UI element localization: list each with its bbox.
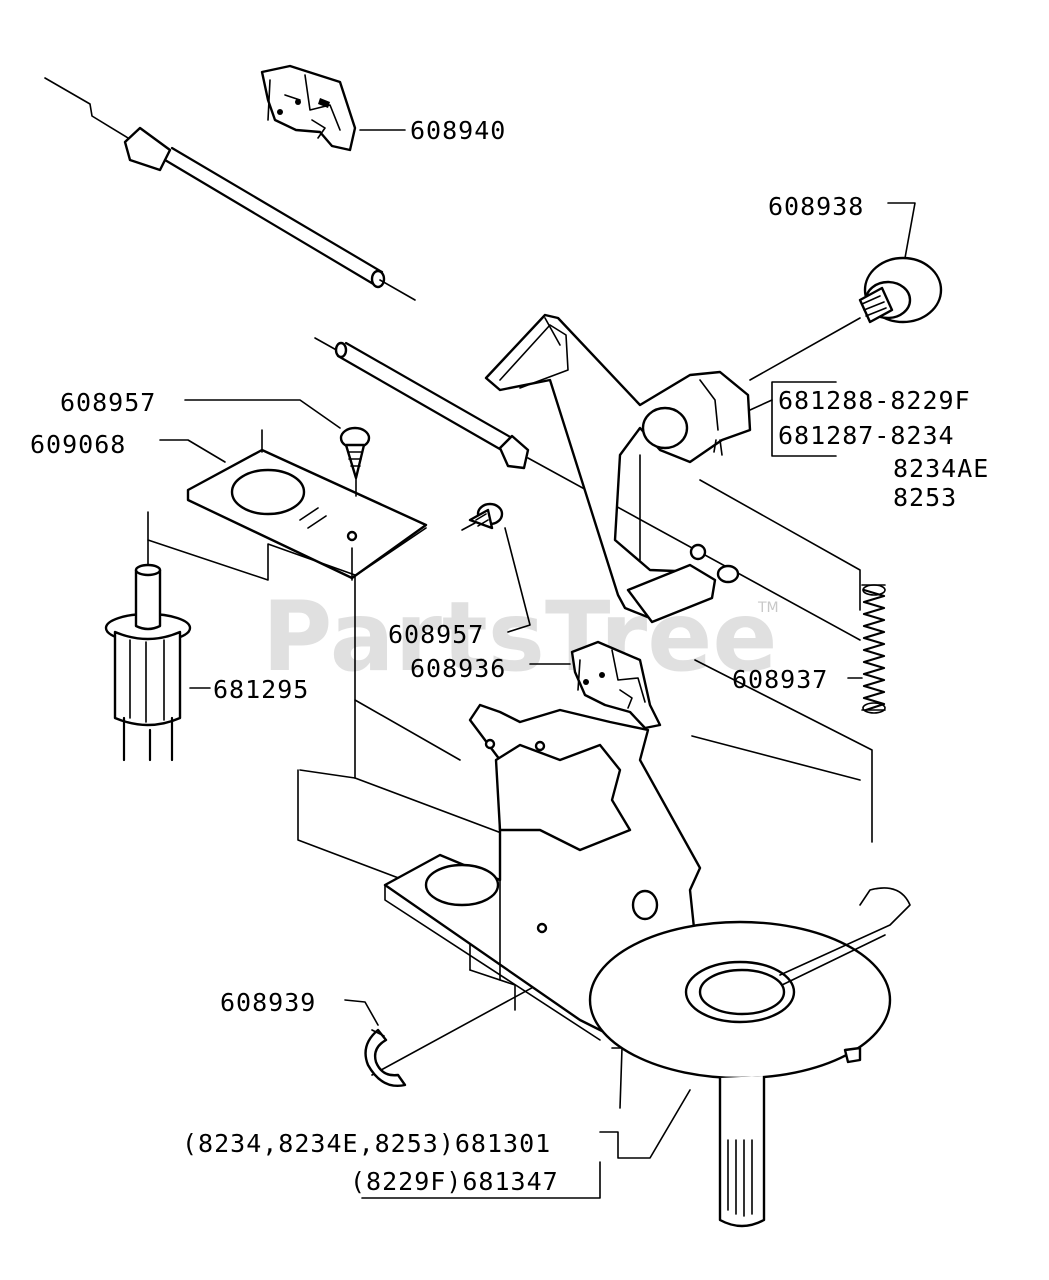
label-681301: (8234,8234E,8253)681301 <box>182 1129 551 1158</box>
label-681295: 681295 <box>213 675 309 704</box>
throttle-cable[interactable] <box>44 77 416 301</box>
label-681288: 681288-8229F <box>778 386 971 415</box>
ring-608939[interactable] <box>364 1028 407 1087</box>
knob-608938[interactable] <box>749 202 943 381</box>
bracket-681347 <box>361 1161 601 1199</box>
switch-681295[interactable] <box>104 539 192 762</box>
bracket-681288 <box>771 381 837 457</box>
label-608957-upper: 608957 <box>60 388 156 417</box>
leader-608939 <box>344 999 379 1026</box>
label-608938: 608938 <box>768 192 864 221</box>
spring-608937[interactable] <box>861 584 886 714</box>
label-681287: 681287-8234 <box>778 421 955 450</box>
label-8234AE: 8234AE <box>893 454 989 483</box>
screw-608957-middle[interactable] <box>461 502 504 531</box>
clip-608940[interactable] <box>260 64 357 152</box>
control-lever[interactable] <box>484 313 752 624</box>
label-608937: 608937 <box>732 665 828 694</box>
label-681347: (8229F)681347 <box>350 1167 559 1196</box>
label-608957-middle: 608957 <box>388 620 484 649</box>
label-608940: 608940 <box>410 116 506 145</box>
disc-plate[interactable] <box>588 887 911 1228</box>
leader-608957-upper <box>184 399 341 429</box>
screw-608957-upper[interactable] <box>339 426 371 497</box>
label-609068: 609068 <box>30 430 126 459</box>
clip-608936[interactable] <box>570 640 662 730</box>
leader-609068 <box>159 439 226 463</box>
label-8253: 8253 <box>893 483 957 512</box>
label-608936: 608936 <box>410 654 506 683</box>
watermark-trademark: TM <box>757 600 779 616</box>
leader-608957-middle <box>504 527 531 633</box>
plate-609068[interactable] <box>186 429 428 581</box>
leader-681288 <box>749 399 773 411</box>
leader-681301 <box>599 1089 691 1159</box>
hidden-lines <box>147 479 873 1076</box>
label-608939: 608939 <box>220 988 316 1017</box>
